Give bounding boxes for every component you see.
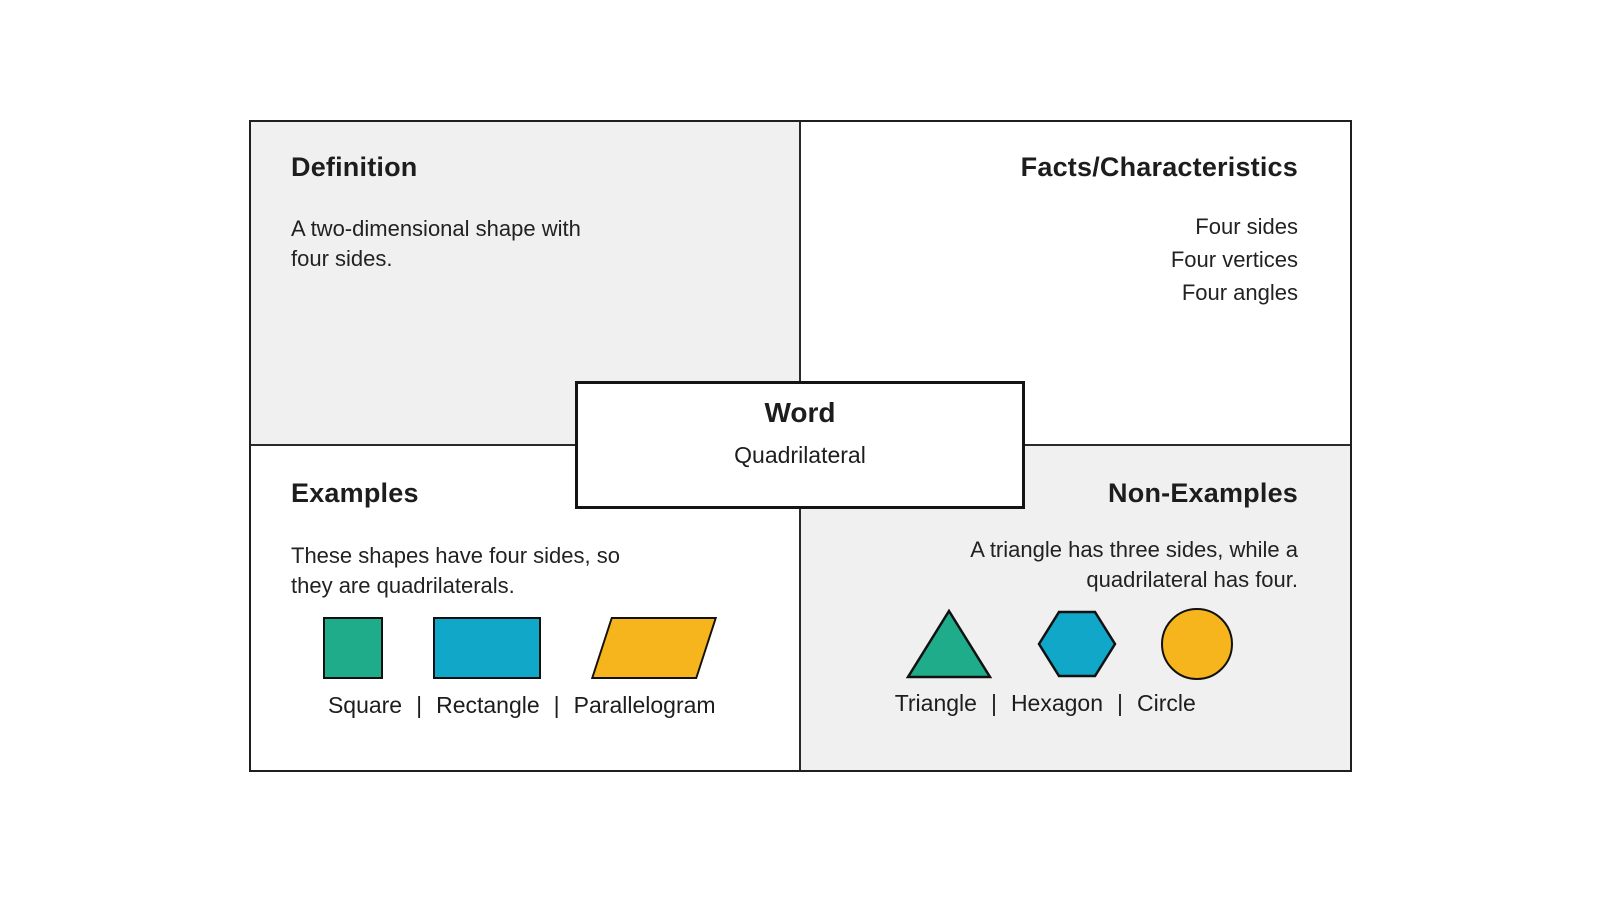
pipe-separator: | <box>416 691 423 718</box>
word-box-title: Word <box>764 397 836 428</box>
hexagon-polygon <box>1037 610 1117 677</box>
triangle-shape <box>906 608 993 678</box>
label-circle: Circle <box>1137 689 1196 716</box>
label-triangle: Triangle <box>894 689 977 716</box>
non-examples-caption: Triangle | Hexagon | Circle <box>841 690 1299 717</box>
examples-body: These shapes have four sides, so they ar… <box>291 543 620 599</box>
square-shape <box>322 616 383 679</box>
non-examples-body: A triangle has three sides, while a quad… <box>970 537 1298 593</box>
word-box: Word Quadrilateral <box>575 381 1025 509</box>
pipe-separator: | <box>553 691 560 718</box>
non-examples-shape-row <box>841 607 1299 680</box>
parallelogram-shape <box>590 616 717 679</box>
fact-item: Four angles <box>1181 280 1298 305</box>
definition-title: Definition <box>291 152 418 182</box>
fact-item: Four sides <box>1195 214 1298 239</box>
frayer-model-table: Definition A two-dimensional shape with … <box>249 120 1352 772</box>
facts-list: Four sides Four vertices Four angles <box>841 210 1298 309</box>
examples-caption: Square | Rectangle | Parallelogram <box>291 692 759 719</box>
examples-title: Examples <box>291 478 419 508</box>
circle-shape <box>1161 607 1234 680</box>
hexagon-shape <box>1037 610 1117 677</box>
pipe-separator: | <box>990 689 997 716</box>
examples-shape-row <box>291 616 759 679</box>
word-box-value: Quadrilateral <box>734 442 866 468</box>
label-rectangle: Rectangle <box>436 691 540 718</box>
non-examples-title: Non-Examples <box>1108 478 1298 508</box>
triangle-polygon <box>906 608 993 678</box>
label-square: Square <box>327 691 403 718</box>
quadrant-definition: Definition A two-dimensional shape with … <box>251 122 801 446</box>
pipe-separator: | <box>1117 689 1123 716</box>
fact-item: Four vertices <box>1170 247 1298 272</box>
definition-body: A two-dimensional shape with four sides. <box>291 216 581 272</box>
label-hexagon: Hexagon <box>1010 689 1104 716</box>
rectangle-shape <box>432 616 541 679</box>
facts-title: Facts/Characteristics <box>1020 152 1298 182</box>
label-parallelogram: Parallelogram <box>573 691 716 718</box>
